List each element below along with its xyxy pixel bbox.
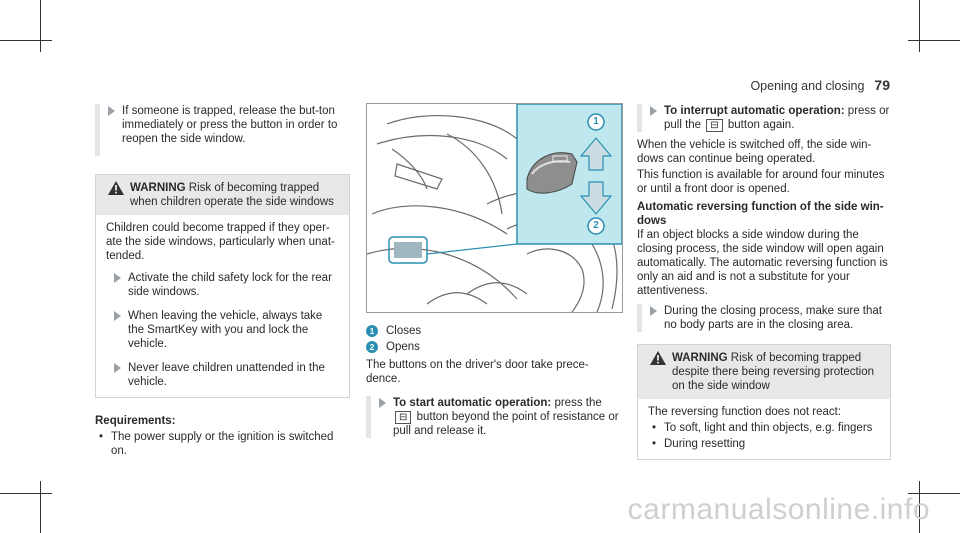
warning-box: WARNING Risk of becoming trapped despite… [637,344,891,460]
crop-mark [919,481,920,533]
step-title: To start automatic operation: [393,397,552,409]
callout-2-icon: 2 [366,341,378,353]
warning-title: Risk of becoming trapped despite there b… [672,352,875,392]
step-block: To interrupt automatic operation: press … [637,104,891,132]
requirements-title: Requirements: [95,415,176,427]
step-text: press the [554,397,602,409]
window-switch-figure: 1 2 [366,103,623,313]
crop-mark [0,40,52,41]
warning-body: The reversing function does not react: T… [638,399,890,459]
step-arrow-icon [650,106,657,116]
crop-mark [919,0,920,52]
warning-text: Children could become trapped if they op… [106,222,335,262]
step-arrow-icon [114,363,121,373]
crop-mark [40,0,41,52]
step-item: To interrupt automatic operation: press … [642,104,891,132]
middle-column: 1 Closes 2 Opens The buttons on the driv… [366,324,622,444]
step-text: If someone is trapped, release the but-t… [122,105,338,145]
paragraph: This function is available for around fo… [637,169,885,195]
crop-mark [908,40,960,41]
page-number: 79 [874,77,890,93]
callout-1-icon: 1 [366,325,378,337]
step-arrow-icon [114,311,121,321]
left-column: If someone is trapped, release the but-t… [95,104,350,460]
step-text: press or pull the [664,105,890,131]
warning-box: WARNING Risk of becoming trapped when ch… [95,174,350,398]
warning-label: WARNING [672,352,728,364]
section-title: Opening and closing [750,79,865,93]
step-block: During the closing process, make sure th… [637,304,891,332]
bullet-item: To soft, light and thin objects, e.g. fi… [648,421,880,435]
window-button-icon: ⊟ [706,119,723,132]
requirement-text: The power supply or the ignition is swit… [111,431,334,457]
door-panel-illustration [367,104,622,312]
step-item: To start automatic operation: press the … [371,396,622,438]
page-header: Opening and closing 79 [750,77,890,93]
step-text: Never leave children unattended in the v… [128,362,325,388]
crop-mark [908,493,960,494]
right-column: To interrupt automatic operation: press … [637,104,891,460]
step-item: Activate the child safety lock for the r… [106,271,339,299]
warning-triangle-icon [108,181,124,195]
step-block: To start automatic operation: press the … [366,396,622,438]
paragraph: When the vehicle is switched off, the si… [637,139,872,165]
bullet-item: During resetting [648,437,880,451]
step-item: If someone is trapped, release the but-t… [100,104,350,146]
warning-text: The reversing function does not react: [648,406,842,418]
warning-header: WARNING Risk of becoming trapped despite… [638,345,890,399]
watermark: carmanualsonline.info [627,493,930,526]
legend-item: 2 Opens [366,340,622,354]
step-title: To interrupt automatic operation: [664,105,845,117]
legend-text: Closes [386,325,422,337]
step-arrow-icon [114,273,121,283]
step-text: Activate the child safety lock for the r… [128,272,332,298]
legend-text: Opens [386,341,420,353]
step-arrow-icon [108,106,115,116]
legend-item: 1 Closes [366,324,622,338]
warning-label: WARNING [130,182,186,194]
warning-body: Children could become trapped if they op… [96,215,349,397]
bullet-text: During resetting [664,438,746,450]
figure-callout-1: 1 [593,116,599,127]
requirement-item: The power supply or the ignition is swit… [95,430,350,458]
step-arrow-icon [650,306,657,316]
paragraph: If an object blocks a side window during… [637,229,888,297]
warning-header: WARNING Risk of becoming trapped when ch… [96,175,349,215]
paragraph: The buttons on the driver's door take pr… [366,359,589,385]
step-item: Never leave children unattended in the v… [106,361,339,389]
step-item: During the closing process, make sure th… [642,304,891,332]
step-text: button again. [727,119,795,131]
step-arrow-icon [379,398,386,408]
crop-mark [40,481,41,533]
figure-callout-2: 2 [593,220,599,231]
step-text: When leaving the vehicle, always take th… [128,310,323,350]
warning-triangle-icon [650,351,666,365]
step-item: When leaving the vehicle, always take th… [106,309,339,351]
step-block: If someone is trapped, release the but-t… [95,104,350,156]
window-button-icon: ⊟ [395,411,412,424]
crop-mark [0,493,52,494]
section-heading: Automatic reversing function of the side… [637,201,884,227]
step-text: During the closing process, make sure th… [664,305,882,331]
warning-title: Risk of becoming trapped when children o… [130,182,334,208]
step-text: button beyond the point of resistance or… [393,411,619,437]
bullet-text: To soft, light and thin objects, e.g. fi… [664,422,873,434]
